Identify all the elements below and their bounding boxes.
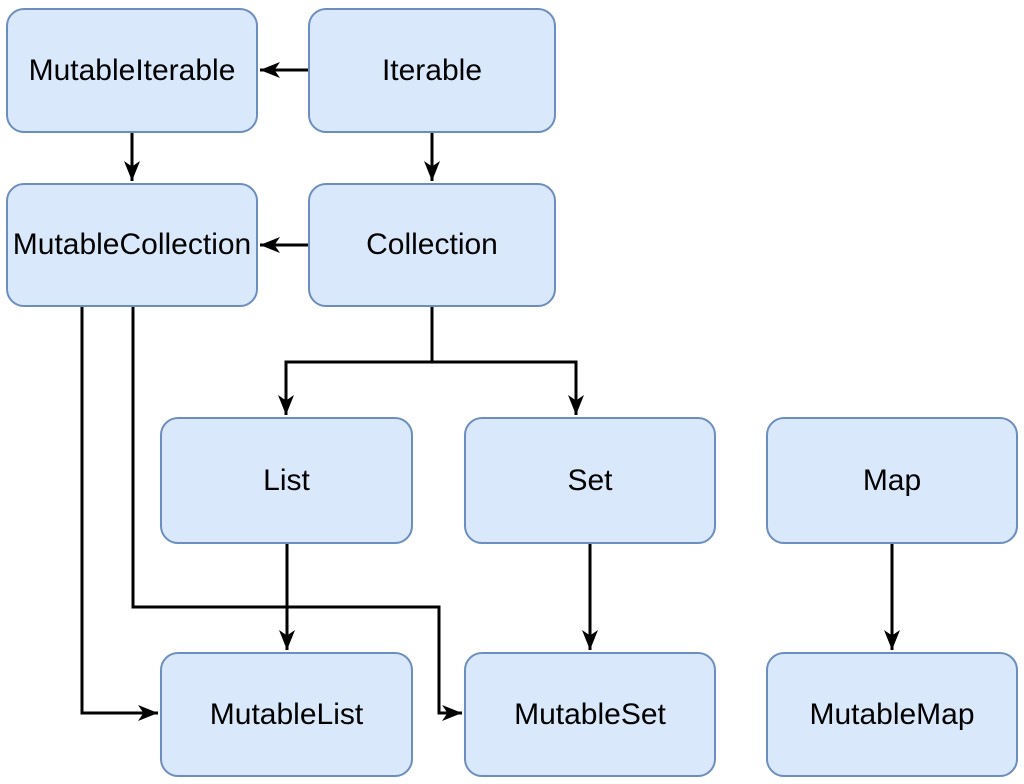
edge-mutable-collection-to-mutable-set <box>131 307 462 721</box>
node-map: Map <box>766 417 1018 544</box>
node-iterable: Iterable <box>308 8 556 133</box>
node-mutable-map: MutableMap <box>766 652 1018 777</box>
node-label-set: Set <box>567 463 613 497</box>
node-label-mutable-map: MutableMap <box>809 697 975 731</box>
node-label-mutable-list: MutableList <box>209 697 364 731</box>
node-collection: Collection <box>308 183 556 307</box>
edge-collection-to-set <box>432 360 584 415</box>
node-label-iterable: Iterable <box>381 53 483 87</box>
edge-collection-to-list <box>278 307 434 415</box>
node-list: List <box>160 417 413 544</box>
node-mutable-iterable: MutableIterable <box>6 8 258 133</box>
node-mutable-set: MutableSet <box>464 652 716 777</box>
node-label-map: Map <box>862 463 922 497</box>
node-label-list: List <box>263 463 310 497</box>
node-label-mutable-set: MutableSet <box>514 697 666 731</box>
node-mutable-collection: MutableCollection <box>6 183 258 307</box>
node-mutable-list: MutableList <box>160 652 413 777</box>
node-set: Set <box>464 417 716 544</box>
node-label-mutable-iterable: MutableIterable <box>28 53 236 87</box>
node-label-mutable-collection: MutableCollection <box>12 228 252 261</box>
edge-mutable-collection-to-mutable-list <box>80 307 158 721</box>
node-label-collection: Collection <box>366 228 498 261</box>
